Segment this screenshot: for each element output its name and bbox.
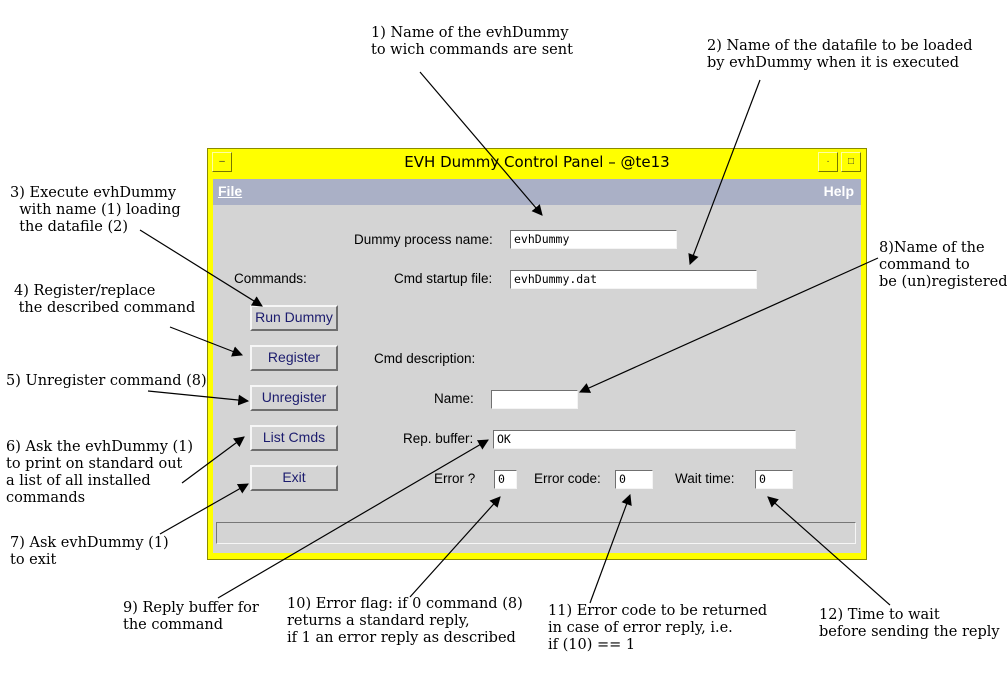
error-code-input[interactable]: 0 (615, 470, 653, 489)
dummy-process-label: Dummy process name: (354, 232, 493, 247)
error-flag-input[interactable]: 0 (494, 470, 517, 489)
menu-bar: File Help (213, 179, 861, 205)
command-name-input[interactable] (491, 390, 578, 409)
annotation-10: 10) Error flag: if 0 command (8) returns… (287, 596, 523, 646)
control-panel-window: – EVH Dummy Control Panel – @te13 · □ Fi… (207, 148, 867, 560)
menu-help[interactable]: Help (823, 183, 854, 199)
annotation-4: 4) Register/replace the described comman… (14, 283, 196, 316)
annotation-9: 9) Reply buffer for the command (123, 600, 259, 633)
annotation-12: 12) Time to wait before sending the repl… (819, 607, 1000, 640)
annotation-3: 3) Execute evhDummy with name (1) loadin… (10, 185, 181, 235)
error-code-label: Error code: (534, 471, 601, 486)
exit-button[interactable]: Exit (250, 465, 338, 491)
rep-buffer-input[interactable]: OK (493, 430, 796, 449)
cmd-description-label: Cmd description: (374, 351, 476, 366)
panel-body: File Help Commands: Dummy process name: … (213, 179, 861, 553)
annotation-8: 8)Name of the command to be (un)register… (879, 240, 1007, 290)
cmd-startup-input[interactable]: evhDummy.dat (510, 270, 757, 289)
maximize-button[interactable]: □ (841, 152, 861, 172)
unregister-button[interactable]: Unregister (250, 385, 338, 411)
minimize-button[interactable]: · (818, 152, 838, 172)
annotation-11: 11) Error code to be returned in case of… (548, 603, 768, 653)
window-menu-button[interactable]: – (212, 152, 232, 172)
window-title: EVH Dummy Control Panel – @te13 (404, 153, 670, 171)
annotation-1: 1) Name of the evhDummy to wich commands… (371, 25, 573, 58)
annotation-7: 7) Ask evhDummy (1) to exit (10, 535, 169, 568)
list-cmds-button[interactable]: List Cmds (250, 425, 338, 451)
menu-file[interactable]: File (218, 183, 243, 199)
wait-time-input[interactable]: 0 (755, 470, 793, 489)
annotation-6: 6) Ask the evhDummy (1) to print on stan… (6, 439, 194, 506)
cmd-startup-label: Cmd startup file: (394, 271, 493, 286)
run-dummy-button[interactable]: Run Dummy (250, 305, 338, 331)
name-label: Name: (434, 391, 474, 406)
commands-label: Commands: (234, 271, 307, 286)
status-bar (216, 522, 856, 544)
register-button[interactable]: Register (250, 345, 338, 371)
rep-buffer-label: Rep. buffer: (403, 431, 474, 446)
wait-time-label: Wait time: (675, 471, 735, 486)
error-flag-label: Error ? (434, 471, 476, 486)
annotation-5: 5) Unregister command (8) (6, 373, 207, 389)
title-bar[interactable]: – EVH Dummy Control Panel – @te13 · □ (208, 149, 866, 177)
annotation-2: 2) Name of the datafile to be loaded by … (707, 38, 973, 71)
dummy-process-input[interactable]: evhDummy (510, 230, 677, 249)
